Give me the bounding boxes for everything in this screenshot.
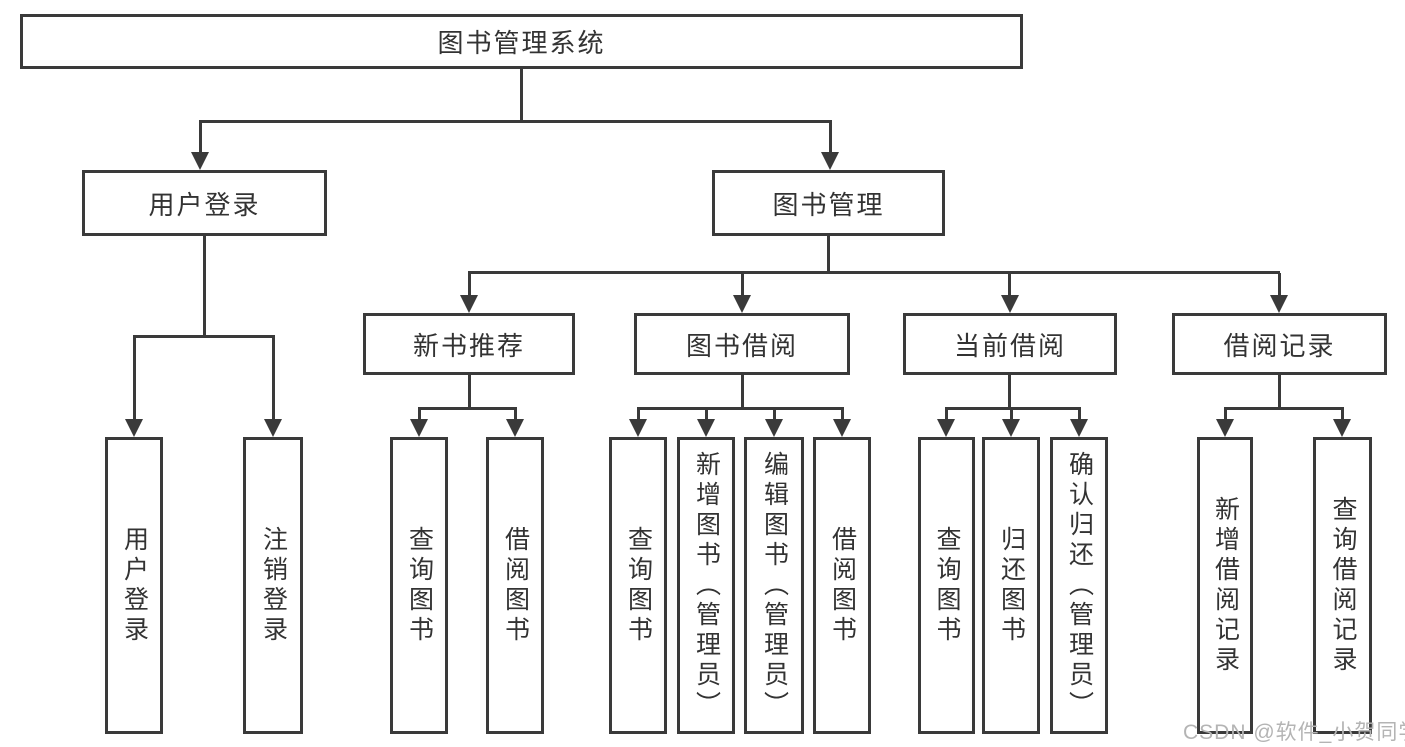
connector-shaft xyxy=(1341,409,1344,422)
leaf-borrow-books-label: 借阅图书 xyxy=(828,525,857,646)
arrowhead-icon xyxy=(1333,419,1351,437)
leaf-query-borrow-record: 查询借阅记录 xyxy=(1313,437,1372,734)
connector-records-stub xyxy=(1278,375,1281,410)
leaf-confirm-return-admin-label: 确认归还（管理员） xyxy=(1065,450,1094,721)
leaf-add-borrow-record: 新增借阅记录 xyxy=(1197,437,1253,734)
arrowhead-icon xyxy=(264,419,282,437)
connector-shaft xyxy=(773,409,776,422)
connector-shaft xyxy=(741,273,744,297)
connector-root-stub xyxy=(520,69,523,122)
arrowhead-icon xyxy=(765,419,783,437)
node-user-login: 用户登录 xyxy=(82,170,327,236)
connector-shaft xyxy=(418,409,421,422)
node-borrow-records-label: 借阅记录 xyxy=(1223,330,1336,361)
leaf-confirm-return-admin: 确认归还（管理员） xyxy=(1050,437,1108,734)
arrowhead-icon xyxy=(191,152,209,170)
node-borrow-records: 借阅记录 xyxy=(1172,313,1387,375)
connector-rail-user-login xyxy=(133,335,275,338)
leaf-logout: 注销登录 xyxy=(243,437,303,734)
node-new-book-recommend-label: 新书推荐 xyxy=(412,330,525,361)
arrowhead-icon xyxy=(1001,295,1019,313)
arrowhead-icon xyxy=(1270,295,1288,313)
node-book-borrow: 图书借阅 xyxy=(634,313,850,375)
connector-rail-level3 xyxy=(468,271,1280,274)
connector-shaft xyxy=(637,409,640,422)
connector-shaft xyxy=(1010,409,1013,422)
leaf-logout-label: 注销登录 xyxy=(259,525,288,646)
arrowhead-icon xyxy=(833,419,851,437)
leaf-borrow-books-recommend-label: 借阅图书 xyxy=(501,525,530,646)
connector-shaft xyxy=(945,409,948,422)
leaf-user-login-label: 用户登录 xyxy=(120,525,149,646)
leaf-edit-book-admin: 编辑图书（管理员） xyxy=(744,437,804,734)
connector-shaft xyxy=(841,409,844,422)
connector-shaft xyxy=(1008,273,1011,297)
node-current-borrow: 当前借阅 xyxy=(903,313,1117,375)
connector-rail-recommend xyxy=(418,407,517,410)
node-book-management-label: 图书管理 xyxy=(772,189,885,220)
node-new-book-recommend: 新书推荐 xyxy=(363,313,575,375)
connector-user-login-stub xyxy=(203,236,206,338)
leaf-return-book: 归还图书 xyxy=(982,437,1040,734)
arrowhead-icon xyxy=(410,419,428,437)
connector-shaft xyxy=(199,122,202,153)
arrowhead-icon xyxy=(1002,419,1020,437)
connector-shaft xyxy=(705,409,708,422)
connector-shaft xyxy=(133,337,136,421)
node-root: 图书管理系统 xyxy=(20,14,1023,69)
leaf-borrow-books-recommend: 借阅图书 xyxy=(486,437,544,734)
node-root-label: 图书管理系统 xyxy=(437,28,606,58)
leaf-edit-book-admin-label: 编辑图书（管理员） xyxy=(760,450,789,721)
leaf-user-login: 用户登录 xyxy=(105,437,163,734)
leaf-add-book-admin-label: 新增图书（管理员） xyxy=(692,450,721,721)
node-book-management: 图书管理 xyxy=(712,170,945,236)
node-book-borrow-label: 图书借阅 xyxy=(685,330,798,361)
arrowhead-icon xyxy=(506,419,524,437)
connector-shaft xyxy=(1078,409,1081,422)
arrowhead-icon xyxy=(1216,419,1234,437)
connector-rail-current xyxy=(945,407,1081,410)
csdn-watermark: CSDN @软件_小贺同学 xyxy=(1183,721,1405,744)
connector-shaft xyxy=(468,273,471,297)
leaf-return-book-label: 归还图书 xyxy=(997,525,1026,646)
connector-shaft xyxy=(272,337,275,421)
connector-book-mgmt-stub xyxy=(827,236,830,273)
arrowhead-icon xyxy=(937,419,955,437)
arrowhead-icon xyxy=(697,419,715,437)
leaf-query-borrow-record-label: 查询借阅记录 xyxy=(1329,495,1357,676)
connector-current-stub xyxy=(1008,375,1011,410)
arrowhead-icon xyxy=(460,295,478,313)
arrowhead-icon xyxy=(821,152,839,170)
connector-recommend-stub xyxy=(468,375,471,410)
leaf-borrow-books: 借阅图书 xyxy=(813,437,871,734)
leaf-query-books-recommend-label: 查询图书 xyxy=(405,525,434,646)
leaf-query-books-current: 查询图书 xyxy=(918,437,975,734)
node-current-borrow-label: 当前借阅 xyxy=(953,330,1066,361)
arrowhead-icon xyxy=(629,419,647,437)
leaf-query-books-borrow-label: 查询图书 xyxy=(624,525,653,646)
connector-rail-borrow xyxy=(637,407,844,410)
leaf-add-borrow-record-label: 新增借阅记录 xyxy=(1211,495,1240,676)
connector-rail-records xyxy=(1224,407,1344,410)
leaf-query-books-current-label: 查询图书 xyxy=(933,525,961,646)
connector-shaft xyxy=(514,409,517,422)
connector-shaft xyxy=(829,122,832,153)
connector-borrow-stub xyxy=(741,375,744,410)
leaf-add-book-admin: 新增图书（管理员） xyxy=(677,437,735,734)
leaf-query-books-recommend: 查询图书 xyxy=(390,437,448,734)
arrowhead-icon xyxy=(733,295,751,313)
connector-shaft xyxy=(1278,273,1281,297)
leaf-query-books-borrow: 查询图书 xyxy=(609,437,667,734)
node-user-login-label: 用户登录 xyxy=(148,189,261,220)
connector-rail-level2 xyxy=(199,120,832,123)
connector-shaft xyxy=(1224,409,1227,422)
arrowhead-icon xyxy=(125,419,143,437)
arrowhead-icon xyxy=(1070,419,1088,437)
